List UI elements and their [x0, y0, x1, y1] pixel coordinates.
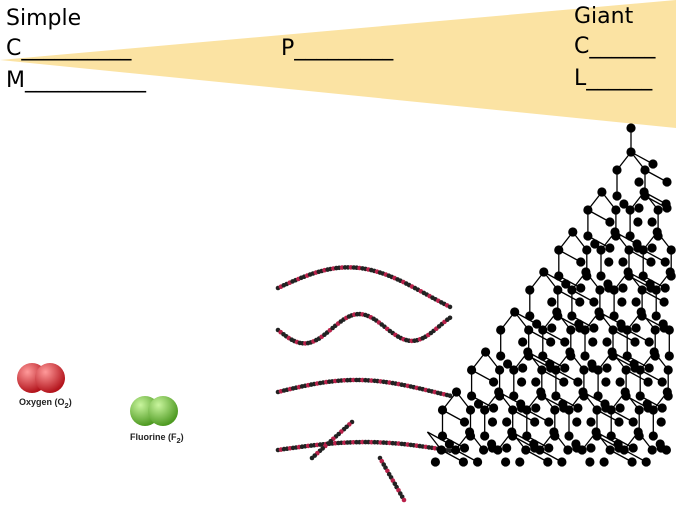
oxygen-molecule-icon [17, 363, 65, 393]
polymer-chain-2 [275, 311, 453, 346]
oxygen-label: Oxygen (O2) [19, 397, 72, 410]
fluorine-molecule-icon [130, 396, 178, 426]
polymer-branch-1 [309, 419, 355, 461]
polymer-chains-icon [275, 265, 453, 503]
simple-m-blank: M___________ [6, 68, 146, 93]
lattice-bonds [426, 128, 672, 463]
giant-heading: Giant [574, 4, 634, 29]
giant-c-blank: C______ [574, 34, 656, 59]
polymer-chain-1 [275, 265, 453, 310]
lattice-atoms [430, 123, 676, 467]
polymer-branch-2 [377, 455, 407, 503]
polymer-chain-3 [275, 377, 453, 398]
simple-heading: Simple [6, 6, 82, 31]
middle-p-blank: P_________ [281, 36, 394, 61]
fluorine-label: Fluorine (F2) [130, 432, 184, 445]
giant-covalent-lattice-icon [426, 123, 676, 467]
giant-l-blank: L______ [574, 66, 653, 91]
simple-c-blank: C__________ [6, 36, 132, 61]
